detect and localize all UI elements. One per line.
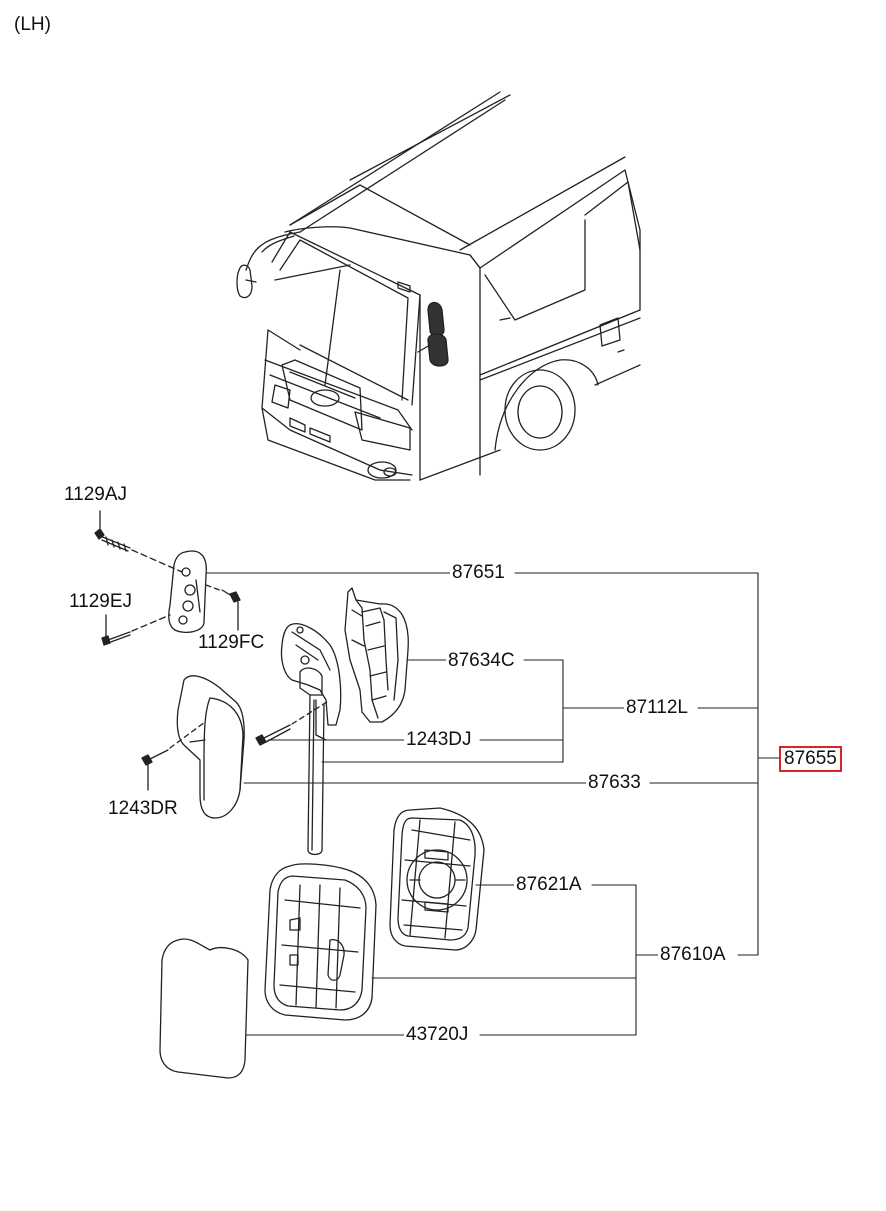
- label-1129FC: 1129FC: [196, 632, 267, 654]
- cover-87634C: [344, 587, 409, 723]
- bracket-87651: [168, 550, 207, 633]
- label-1129EJ: 1129EJ: [67, 591, 135, 613]
- label-1129AJ: 1129AJ: [62, 484, 130, 506]
- label-1243DJ: 1243DJ: [404, 729, 474, 751]
- van-illustration: [236, 91, 641, 481]
- mirror-base-arm: [280, 623, 342, 856]
- label-87634C: 87634C: [446, 650, 517, 672]
- frame-87610A: [264, 863, 377, 1021]
- housing-87633: [176, 675, 245, 819]
- label-87651: 87651: [450, 562, 507, 584]
- screw-1243DJ: [255, 699, 331, 746]
- diagram-side-title: (LH): [14, 14, 51, 35]
- leader-lines: [205, 572, 781, 1036]
- glass-87621A: [389, 807, 485, 951]
- label-87633: 87633: [586, 772, 643, 794]
- label-1243DR: 1243DR: [106, 798, 180, 820]
- label-87610A: 87610A: [658, 944, 728, 966]
- back-cover-43720J: [159, 938, 249, 1079]
- label-43720J: 43720J: [404, 1024, 471, 1046]
- bolt-1129EJ: [101, 614, 171, 646]
- label-87655-highlighted[interactable]: 87655: [779, 746, 842, 772]
- screw-1243DR: [141, 721, 206, 791]
- label-87112L: 87112L: [624, 697, 690, 719]
- bolt-1129AJ: [94, 510, 183, 573]
- label-87621A: 87621A: [514, 874, 584, 896]
- bolt-1129FC: [205, 584, 241, 631]
